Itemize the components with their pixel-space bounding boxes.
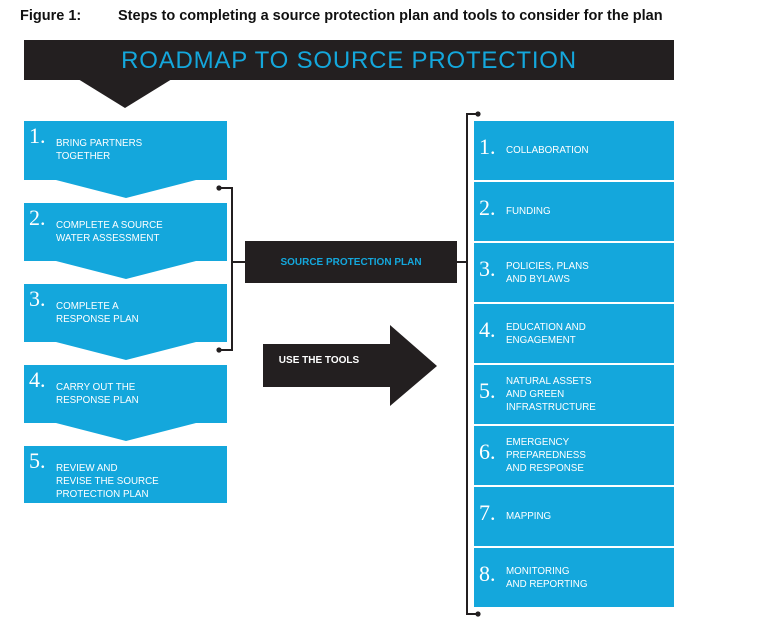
step-number: 2. — [29, 205, 46, 230]
step-1-chevron — [56, 180, 196, 198]
tools-bracket-dot-bottom — [475, 611, 481, 617]
tool-label: NATURAL ASSETS AND GREEN INFRASTRUCTURE — [506, 376, 596, 413]
tool-label: MONITORING AND REPORTING — [506, 565, 588, 590]
tool-number: 4. — [479, 317, 496, 342]
tool-number: 1. — [479, 134, 496, 159]
tool-number: 8. — [479, 561, 496, 586]
tool-number: 7. — [479, 500, 496, 525]
banner-bar — [24, 40, 674, 80]
tool-4: 4. EDUCATION AND ENGAGEMENT — [474, 304, 674, 363]
step-label: REVIEW AND REVISE THE SOURCE PROTECTION … — [56, 463, 159, 500]
figure-label: Figure 1: — [20, 8, 82, 24]
step-number: 5. — [29, 448, 46, 473]
step-number: 3. — [29, 286, 46, 311]
step-label: COMPLETE A RESPONSE PLAN — [56, 301, 139, 325]
step-2: 2. COMPLETE A SOURCE WATER ASSESSMENT — [24, 203, 227, 261]
steps-bracket — [219, 187, 233, 351]
tool-8: 8. MONITORING AND REPORTING — [474, 548, 674, 607]
tools-bracket-dot-top — [475, 111, 481, 117]
use-the-tools-label: USE THE TOOLS — [278, 355, 360, 366]
tool-6: 6. EMERGENCY PREPAREDNESS AND RESPONSE — [474, 426, 674, 485]
figure-caption: Figure 1: Steps to completing a source pr… — [20, 8, 663, 24]
tool-label: FUNDING — [506, 206, 551, 217]
tools-bracket — [466, 113, 478, 615]
step-number: 1. — [29, 123, 46, 148]
bracket-dot-top — [216, 185, 222, 191]
use-tools-arrow — [263, 325, 437, 406]
tool-7: 7. MAPPING — [474, 487, 674, 546]
step-5: 5. REVIEW AND REVISE THE SOURCE PROTECTI… — [24, 446, 227, 503]
step-4-chevron — [56, 423, 196, 441]
banner-title: ROADMAP TO SOURCE PROTECTION — [121, 47, 577, 74]
tool-number: 5. — [479, 378, 496, 403]
tool-label: EDUCATION AND ENGAGEMENT — [506, 321, 586, 346]
step-3-chevron — [56, 342, 196, 360]
step-2-chevron — [56, 261, 196, 279]
tool-label: EMERGENCY PREPAREDNESS AND RESPONSE — [506, 437, 586, 474]
bracket-dot-bottom — [216, 347, 222, 353]
tool-number: 6. — [479, 439, 496, 464]
step-number: 4. — [29, 367, 46, 392]
step-label: BRING PARTNERS TOGETHER — [56, 138, 143, 162]
tool-5: 5. NATURAL ASSETS AND GREEN INFRASTRUCTU… — [474, 365, 674, 424]
source-protection-plan-box — [245, 241, 457, 283]
banner-pointer — [78, 79, 172, 108]
step-label: CARRY OUT THE RESPONSE PLAN — [56, 382, 139, 406]
step-label: COMPLETE A SOURCE WATER ASSESSMENT — [56, 220, 163, 244]
tool-number: 2. — [479, 195, 496, 220]
tool-2: 2. FUNDING — [474, 182, 674, 241]
tool-label: MAPPING — [506, 511, 552, 522]
tool-label: COLLABORATION — [506, 145, 589, 156]
tool-3: 3. POLICIES, PLANS AND BYLAWS — [474, 243, 674, 302]
figure-title: Steps to completing a source protection … — [118, 8, 663, 24]
step-4: 4. CARRY OUT THE RESPONSE PLAN — [24, 365, 227, 423]
source-protection-plan-label: SOURCE PROTECTION PLAN — [280, 257, 422, 268]
step-1: 1. BRING PARTNERS TOGETHER — [24, 121, 227, 180]
tool-number: 3. — [479, 256, 496, 281]
tool-1: 1. COLLABORATION — [474, 121, 674, 180]
tool-label: POLICIES, PLANS AND BYLAWS — [506, 260, 589, 285]
step-3: 3. COMPLETE A RESPONSE PLAN — [24, 284, 227, 342]
